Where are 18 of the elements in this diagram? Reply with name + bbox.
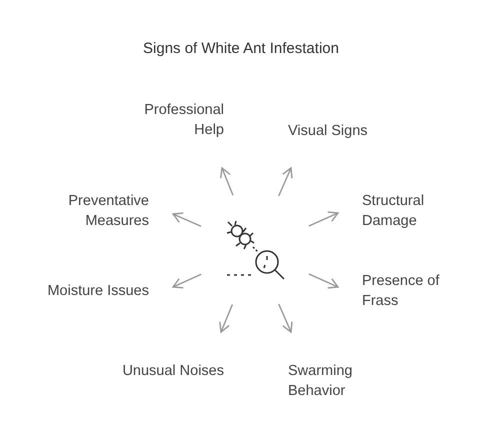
sign-label: Moisture Issues bbox=[19, 281, 149, 301]
arrow bbox=[278, 167, 293, 196]
title: Signs of White Ant Infestation bbox=[142, 40, 340, 57]
sign-label: Preventative Measures bbox=[19, 191, 149, 231]
sign-label: Visual Signs bbox=[288, 121, 398, 141]
arrow bbox=[219, 304, 234, 333]
arrow bbox=[278, 304, 293, 333]
sign-label: Professional Help bbox=[114, 100, 224, 140]
arrow bbox=[308, 273, 339, 289]
arrow bbox=[308, 211, 339, 227]
termite-magnifier-icon bbox=[226, 220, 285, 280]
sign-label: Structural Damage bbox=[362, 191, 472, 231]
sign-label: Unusual Noises bbox=[94, 361, 224, 381]
arrow bbox=[172, 212, 202, 227]
arrow bbox=[172, 274, 202, 289]
sign-label: Presence of Frass bbox=[362, 271, 472, 311]
sign-label: Swarming Behavior bbox=[288, 361, 398, 401]
arrow bbox=[220, 167, 234, 196]
